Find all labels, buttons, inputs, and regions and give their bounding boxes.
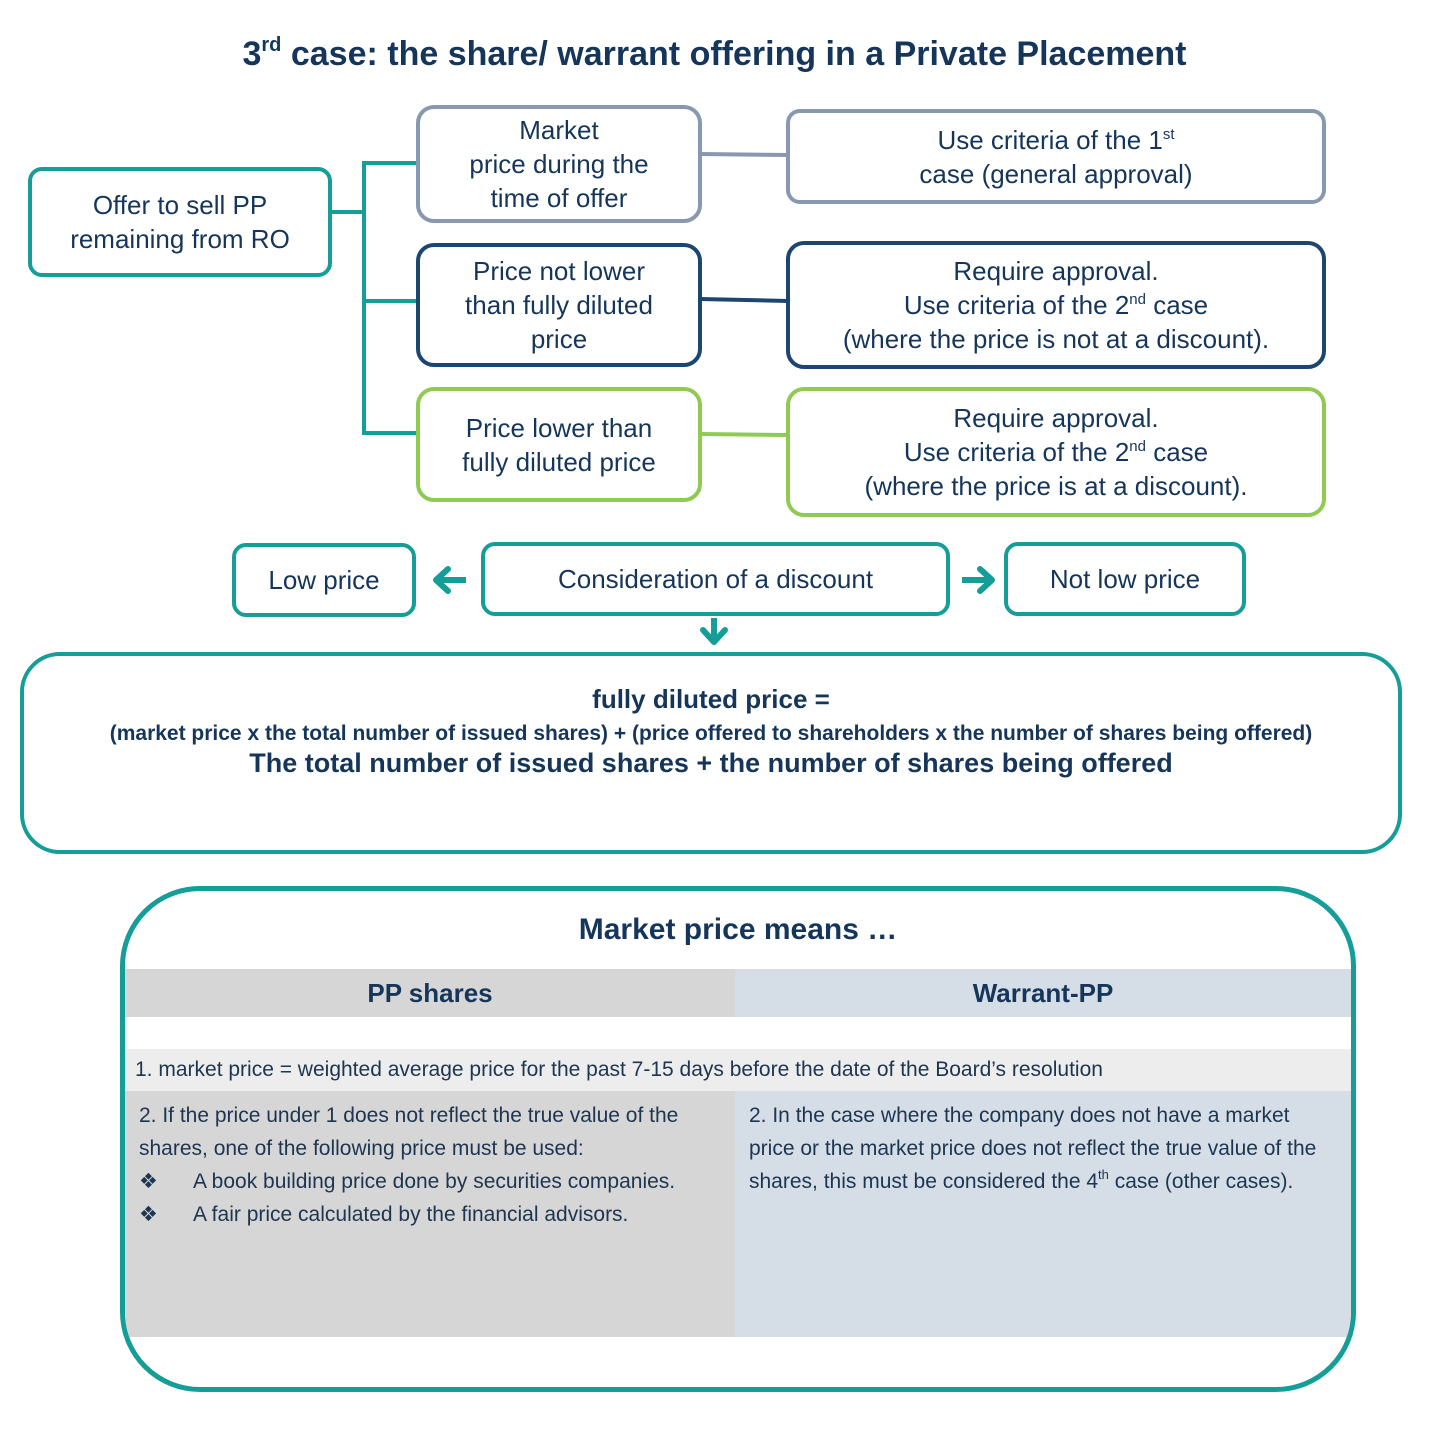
condition-market-price-box: Market price during the time of offer bbox=[416, 105, 702, 223]
condition-1-line-2: price during the bbox=[469, 149, 649, 179]
formula-label: fully diluted price = bbox=[592, 684, 830, 714]
root-line-2: remaining from RO bbox=[70, 224, 290, 254]
pp-shares-cell: 2. If the price under 1 does not reflect… bbox=[125, 1091, 735, 1337]
root-offer-box: Offer to sell PP remaining from RO bbox=[28, 167, 332, 277]
arrow-down-icon bbox=[700, 618, 728, 645]
condition-2-line-3: price bbox=[530, 324, 588, 354]
formula-numerator: (market price x the total number of issu… bbox=[109, 722, 1313, 745]
column-header-warrant-pp-label: Warrant-PP bbox=[972, 977, 1114, 1008]
outcome-second-case-no-discount-box: Require approval. Use criteria of the 2n… bbox=[786, 241, 1326, 369]
outcome-3-line-3: (where the price is at a discount). bbox=[864, 471, 1248, 501]
condition-3-line-1: Price lower than bbox=[465, 412, 653, 443]
warrant-pp-text-end: case (other cases). bbox=[1108, 1170, 1294, 1193]
condition-2-line-2: than fully diluted bbox=[465, 290, 653, 320]
market-price-definition-row: 1. market price = weighted average price… bbox=[125, 1049, 1351, 1091]
column-header-pp-shares-label: PP shares bbox=[367, 977, 493, 1008]
bullet-icon: ❖ bbox=[139, 1203, 158, 1226]
condition-3-line-2: fully diluted price bbox=[462, 446, 656, 477]
discount-consideration-box: Consideration of a discount bbox=[481, 542, 950, 616]
bullet-text: A book building price done by securities… bbox=[193, 1170, 676, 1193]
not-low-price-box: Not low price bbox=[1004, 542, 1246, 616]
bullet-text: A fair price calculated by the financial… bbox=[193, 1203, 629, 1226]
bullet-item: ❖ A book building price done by securiti… bbox=[139, 1165, 721, 1198]
outcome-1-line-2: case (general approval) bbox=[919, 158, 1193, 189]
condition-1-line-3: time of offer bbox=[490, 183, 628, 213]
warrant-pp-cell: 2. In the case where the company does no… bbox=[735, 1091, 1351, 1337]
condition-1-line-1: Market bbox=[519, 115, 599, 145]
market-price-definition-text: 1. market price = weighted average price… bbox=[135, 1058, 1103, 1081]
bullet-icon: ❖ bbox=[139, 1170, 158, 1193]
outcome-1-line-1: Use criteria of the 1st bbox=[937, 124, 1175, 155]
outcome-3-line-2: Use criteria of the 2nd case bbox=[903, 437, 1209, 467]
page-title: 3rd case: the share/ warrant offering in… bbox=[242, 34, 1187, 73]
connector-outcome-2 bbox=[699, 297, 789, 303]
arrow-right-icon bbox=[962, 566, 995, 594]
warrant-pp-text: 2. In the case where the company does no… bbox=[749, 1104, 1317, 1193]
discount-consideration-label: Consideration of a discount bbox=[557, 564, 874, 594]
not-low-price-label: Not low price bbox=[1049, 564, 1201, 594]
column-header-warrant-pp: Warrant-PP bbox=[735, 969, 1351, 1017]
connector-outcome-1 bbox=[699, 152, 789, 157]
formula-box: fully diluted price = (market price x th… bbox=[20, 652, 1402, 854]
outcome-3-line-1: Require approval. bbox=[953, 403, 1159, 433]
column-header-pp-shares: PP shares bbox=[125, 969, 735, 1017]
outcome-2-line-2: Use criteria of the 2nd case bbox=[903, 290, 1209, 320]
market-price-panel: Market price means … PP shares Warrant-P… bbox=[120, 886, 1356, 1392]
connector-outcome-3 bbox=[699, 432, 789, 437]
arrow-left-icon bbox=[433, 566, 466, 594]
low-price-label: Low price bbox=[268, 565, 380, 595]
outcome-first-case-box: Use criteria of the 1st case (general ap… bbox=[786, 109, 1326, 204]
outcome-2-line-3: (where the price is not at a discount). bbox=[842, 324, 1270, 354]
outcome-2-line-1: Require approval. bbox=[953, 256, 1159, 286]
pp-shares-intro: 2. If the price under 1 does not reflect… bbox=[139, 1104, 679, 1160]
formula-denominator: The total number of issued shares + the … bbox=[249, 748, 1173, 778]
warrant-pp-superscript: th bbox=[1098, 1167, 1109, 1182]
condition-not-lower-box: Price not lower than fully diluted price bbox=[416, 243, 702, 367]
root-line-1: Offer to sell PP bbox=[92, 190, 268, 220]
market-price-title: Market price means … bbox=[578, 913, 898, 946]
low-price-box: Low price bbox=[232, 543, 416, 617]
outcome-second-case-discount-box: Require approval. Use criteria of the 2n… bbox=[786, 387, 1326, 517]
condition-lower-box: Price lower than fully diluted price bbox=[416, 387, 702, 502]
bullet-item: ❖ A fair price calculated by the financi… bbox=[139, 1198, 721, 1231]
condition-2-line-1: Price not lower bbox=[473, 256, 645, 286]
